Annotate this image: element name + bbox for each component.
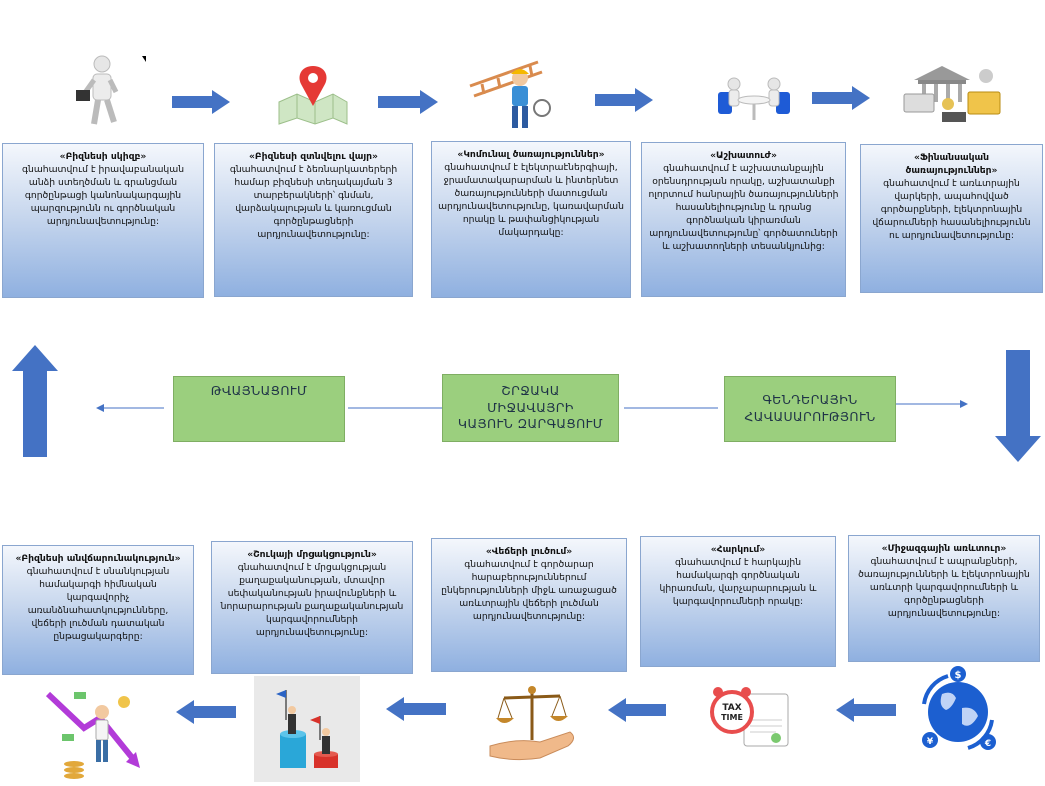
svg-text:TAX: TAX (722, 703, 741, 713)
label-gender-equality: ԳԵՆԴԵՐԱՅԻՆ ՀԱՎԱՍԱՐՈՒԹՅՈՒՆ (724, 376, 896, 442)
info-box-title: «Հարկում» (710, 544, 766, 555)
info-box-title: «Միջազգային առևտուր» (881, 543, 1007, 554)
info-box-title: «Կոմունալ ծառայություններ» (457, 149, 605, 160)
svg-text:$: $ (955, 670, 962, 681)
competition-icon (254, 676, 360, 782)
tax-time-icon: TAX TIME (710, 687, 789, 747)
info-box-business-location: «Բիզնեսի զտնվելու վայր» գնահատվում է ձեռ… (214, 143, 413, 297)
connector-arrow-right (896, 400, 968, 408)
label-environmental-sustainability: ՇՐՋԱԿԱ ՄԻՋԱՎԱՅՐԻ ԿԱՅՈՒՆ ԶԱՐԳԱՑՈՒՄ (442, 374, 619, 442)
connector-line (348, 407, 442, 409)
arrow-left-icon (176, 700, 236, 724)
info-box-business-insolvency: «Բիզնեսի անվճարունակություն» գնահատվում … (2, 545, 194, 675)
bankruptcy-icon (45, 691, 140, 779)
worker-ladder-icon (469, 60, 551, 128)
arrow-down-icon (995, 350, 1041, 462)
info-box-text: գնահատվում է իրավաբանական անձի ստեղծման … (21, 164, 185, 228)
info-box-title: «Վեճերի լուծում» (485, 546, 573, 557)
info-box-business-start: «Բիզնեսի սկիզբ» գնահատվում է իրավաբանակա… (2, 143, 204, 298)
svg-text:TIME: TIME (721, 713, 743, 722)
label-digitalization: ԹՎԱՅՆԱՑՈՒՄ (173, 376, 345, 442)
info-box-title: «Բիզնեսի զտնվելու վայր» (249, 151, 378, 162)
connector-arrow-left (96, 404, 164, 412)
info-box-international-trade: «Միջազգային առևտուր» գնահատվում է ապրանք… (848, 535, 1040, 662)
info-box-labor: «Աշխատուժ» գնահատվում է աշխատանքային օրե… (641, 142, 846, 297)
info-box-text: գնահատվում է առևտրային վարկերի, ապահովվա… (872, 178, 1031, 242)
arrow-left-icon (836, 698, 896, 722)
arrow-left-icon (386, 697, 446, 721)
info-box-financial-services: «Ֆինանսական ծառայություններ» գնահատվում … (860, 144, 1043, 293)
arrow-right-icon (378, 90, 438, 114)
connector-line (624, 407, 718, 409)
meeting-icon (718, 77, 790, 120)
info-box-text: գնահատվում է հարկային համակարգի գործնակա… (659, 557, 817, 608)
info-box-title: «Աշխատուժ» (710, 150, 777, 161)
info-box-text: գնահատվում է սնանկության համակարգի հիմնա… (26, 566, 170, 643)
info-box-title: «Բիզնեսի անվճարունակություն» (15, 553, 181, 564)
justice-scale-icon (489, 686, 574, 761)
info-box-text: գնահատվում է գործարար հարաբերություններո… (441, 559, 617, 623)
arrow-left-icon (608, 698, 666, 722)
info-box-text: գնահատվում է էլեկտրաէներգիայի, ջրամատակա… (438, 162, 624, 239)
map-pin-icon (278, 66, 348, 125)
finance-icon (903, 66, 1001, 122)
info-box-title: «Բիզնեսի սկիզբ» (59, 151, 147, 162)
arrow-up-icon (12, 345, 58, 457)
info-box-utilities: «Կոմունալ ծառայություններ» գնահատվում է … (431, 141, 631, 298)
info-box-text: գնահատվում է աշխատանքային օրենսդրության … (648, 163, 839, 253)
arrow-right-icon (172, 90, 230, 114)
businessman-icon (76, 55, 146, 125)
info-box-taxation: «Հարկում» գնահատվում է հարկային համակարգ… (640, 536, 836, 667)
info-box-title: «Ֆինանսական ծառայություններ» (905, 152, 998, 177)
svg-text:€: € (984, 739, 991, 749)
info-box-dispute-resolution: «Վեճերի լուծում» գնահատվում է գործարար հ… (431, 538, 627, 672)
info-box-text: գնահատվում է մրցակցության քաղաքականությա… (220, 562, 404, 639)
info-box-title: «Շուկայի մրցակցություն» (247, 549, 377, 560)
globe-trade-icon: $ ¥ € (922, 666, 996, 750)
info-box-text: գնահատվում է ձեռնարկատերերի համար բիզնես… (229, 164, 398, 241)
arrow-right-icon (812, 86, 870, 110)
svg-text:¥: ¥ (927, 737, 934, 747)
info-box-text: գնահատվում է ապրանքների, ծառայություններ… (858, 556, 1030, 620)
arrow-right-icon (595, 88, 653, 112)
info-box-market-competition: «Շուկայի մրցակցություն» գնահատվում է մրց… (211, 541, 413, 674)
